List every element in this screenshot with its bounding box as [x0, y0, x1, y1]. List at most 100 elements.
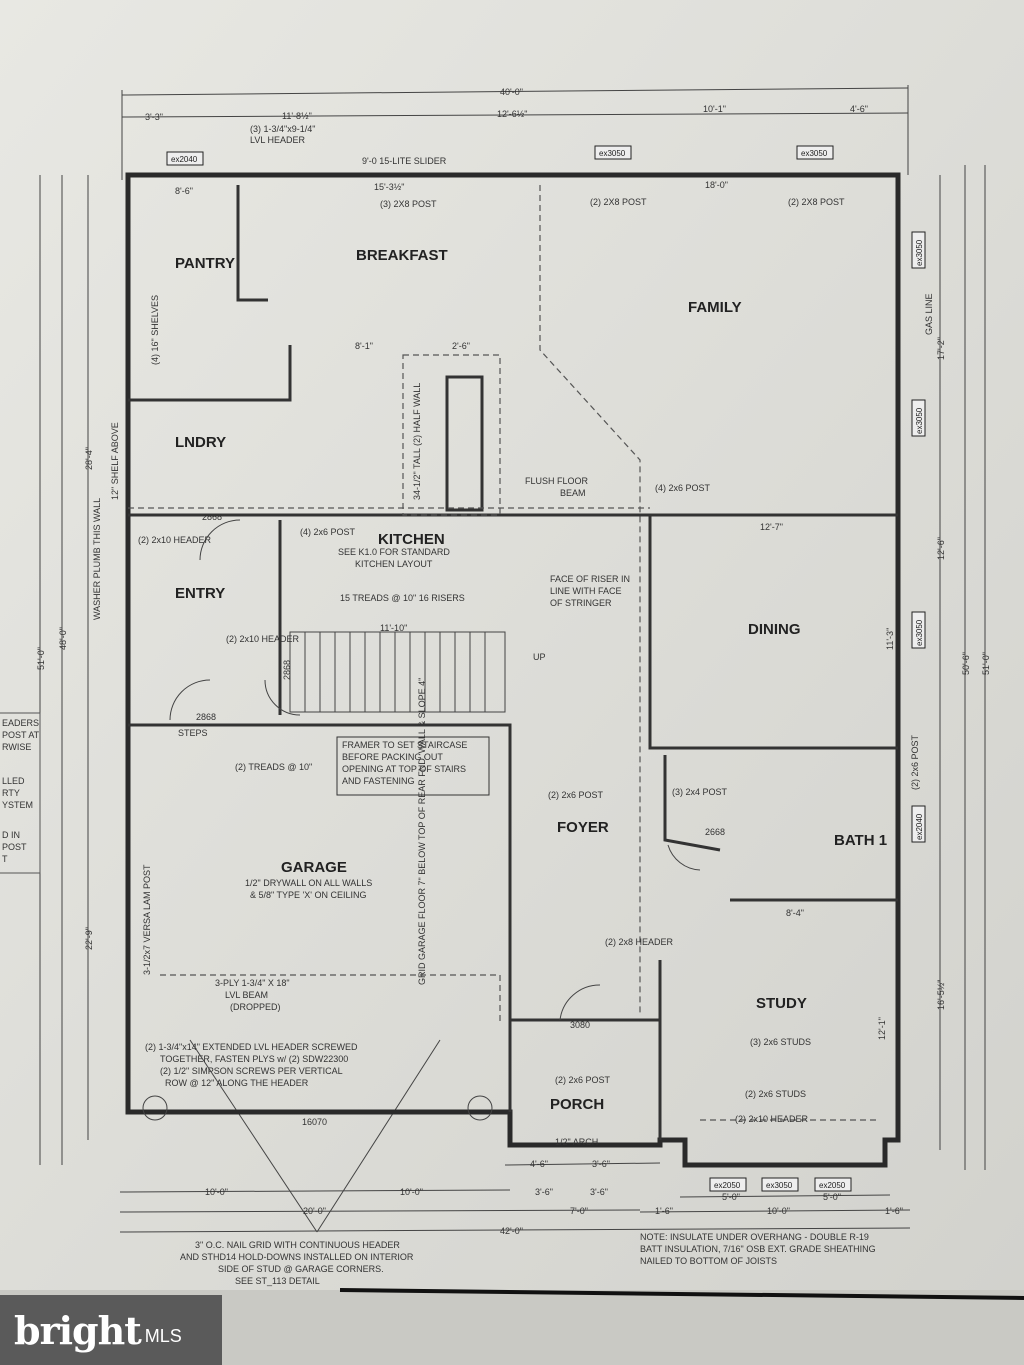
dim: 3'-6"	[590, 1187, 608, 1197]
dim: 51'-0"	[36, 647, 46, 670]
window-tag: ex2050	[819, 1181, 846, 1190]
dim: 8'-4"	[786, 908, 804, 918]
note: 2868	[196, 712, 216, 722]
room-porch: PORCH	[550, 1096, 604, 1113]
window-tag: ex2040	[171, 155, 198, 164]
window-tag: ex3050	[801, 149, 828, 158]
note: 1/2" ARCH	[555, 1137, 598, 1147]
dim: 10'-0"	[767, 1206, 790, 1216]
note: KITCHEN LAYOUT	[355, 559, 433, 569]
note: 3080	[570, 1020, 590, 1030]
room-laundry: LNDRY	[175, 434, 226, 451]
note: LINE WITH FACE	[550, 586, 622, 596]
dim: 5'-0"	[823, 1192, 841, 1202]
note: LVL BEAM	[225, 990, 268, 1000]
dim: 42'-0"	[500, 1226, 523, 1236]
note: (2) TREADS @ 10"	[235, 762, 312, 772]
dim: 18'-0"	[705, 180, 728, 190]
note: SIDE OF STUD @ GARAGE CORNERS.	[218, 1264, 384, 1274]
note: AND STHD14 HOLD-DOWNS INSTALLED ON INTER…	[180, 1252, 414, 1262]
note: (4) 2x6 POST	[300, 527, 356, 537]
note: GAS LINE	[924, 293, 934, 335]
note: 15 TREADS @ 10" 16 RISERS	[340, 593, 465, 603]
dim: 12'-7"	[760, 522, 783, 532]
note: POST	[2, 842, 27, 852]
room-kitchen: KITCHEN	[378, 531, 445, 548]
dim: 8'-1"	[355, 341, 373, 351]
window-tag: ex3050	[599, 149, 626, 158]
note: GRID GARAGE FLOOR 7" BELOW TOP OF REAR F…	[417, 678, 427, 985]
dim: 22'-9"	[84, 927, 94, 950]
note: 1/2" DRYWALL ON ALL WALLS	[245, 878, 372, 888]
beams-dashed	[128, 185, 880, 1121]
dim: 11'-8½"	[282, 111, 312, 121]
room-pantry: PANTRY	[175, 255, 235, 272]
note: ROW @ 12" ALONG THE HEADER	[165, 1078, 309, 1088]
window-tag: ex3050	[915, 407, 924, 434]
dim: 7'-0"	[570, 1206, 588, 1216]
note: 3-1/2x7 VERSA LAM POST	[142, 864, 152, 975]
note: LVL HEADER	[250, 135, 306, 145]
note: WASHER PLUMB THIS WALL	[92, 498, 102, 620]
note: D IN	[2, 830, 20, 840]
interior-walls	[128, 185, 898, 1140]
dim: 11'-3"	[885, 628, 895, 650]
note: (3) 1-3/4"x9-1/4"	[250, 124, 315, 134]
dim: 1'-6"	[885, 1206, 903, 1216]
dim: 8'-6"	[175, 186, 193, 196]
door-swings	[142, 519, 701, 1121]
window-tag: ex2050	[714, 1181, 741, 1190]
note: RTY	[2, 788, 20, 798]
note: FLUSH FLOOR	[525, 476, 589, 486]
dim: 17'-2"	[936, 337, 946, 360]
window-tag: ex2040	[915, 813, 924, 840]
note: POST AT	[2, 730, 40, 740]
note: (2) 2X8 POST	[590, 197, 647, 207]
note: (DROPPED)	[230, 1002, 281, 1012]
note: RWISE	[2, 742, 31, 752]
dimension-lines	[39, 85, 986, 1233]
note: (2) 2x10 HEADER	[226, 634, 300, 644]
note: STEPS	[178, 728, 208, 738]
note: (3) 2x4 POST	[672, 787, 728, 797]
window-tag: ex3050	[915, 619, 924, 646]
note: NOTE: INSULATE UNDER OVERHANG - DOUBLE R…	[640, 1232, 869, 1242]
note: FRAMER TO SET STAIRCASE	[342, 740, 467, 750]
dim: 4'-6"	[850, 104, 868, 114]
dim: 10'-1"	[703, 104, 726, 114]
dim: 50'-6"	[961, 652, 971, 675]
note: 34-1/2" TALL (2) HALF WALL	[412, 383, 422, 500]
note: (2) 2x6 POST	[548, 790, 604, 800]
dim: 20'-0"	[303, 1206, 326, 1216]
room-foyer: FOYER	[557, 819, 609, 836]
note: 3" O.C. NAIL GRID WITH CONTINUOUS HEADER	[195, 1240, 400, 1250]
note: & 5/8" TYPE 'X' ON CEILING	[250, 890, 367, 900]
staircase	[289, 631, 506, 713]
window-tags: ex2040 ex3050 ex3050 ex3050 ex3050 ex305…	[166, 145, 926, 1192]
note: (2) 2x6 POST	[910, 734, 920, 790]
room-bath: BATH 1	[834, 832, 887, 849]
note: 2868	[202, 512, 222, 522]
note: (4) 16" SHELVES	[150, 295, 160, 365]
note: (2) 2x8 HEADER	[605, 937, 674, 947]
note: (2) 2X8 POST	[788, 197, 845, 207]
dim: 2'-6"	[452, 341, 470, 351]
note: (4) 2x6 POST	[655, 483, 711, 493]
note: UP	[533, 652, 546, 662]
note: 12" SHELF ABOVE	[110, 422, 120, 500]
dim: 51'-0"	[981, 652, 991, 675]
note: (2) 1/2" SIMPSON SCREWS PER VERTICAL	[160, 1066, 343, 1076]
dim: 1'-6"	[655, 1206, 673, 1216]
note: FACE OF RISER IN	[550, 574, 630, 584]
note: BEFORE PACKING OUT	[342, 752, 443, 762]
room-labels: PANTRY BREAKFAST FAMILY LNDRY KITCHEN EN…	[175, 247, 887, 1113]
note: BATT INSULATION, 7/16" OSB EXT. GRADE SH…	[640, 1244, 876, 1254]
dim: 10'-0"	[205, 1187, 228, 1197]
note: (2) 2x10 HEADER	[735, 1114, 809, 1124]
dim: 16'-5½"	[936, 980, 946, 1010]
note: (2) 2x6 STUDS	[745, 1089, 806, 1099]
dim: 3'-6"	[592, 1159, 610, 1169]
note: (2) 1-3/4"x14" EXTENDED LVL HEADER SCREW…	[145, 1042, 358, 1052]
note: (3) 2X8 POST	[380, 199, 437, 209]
